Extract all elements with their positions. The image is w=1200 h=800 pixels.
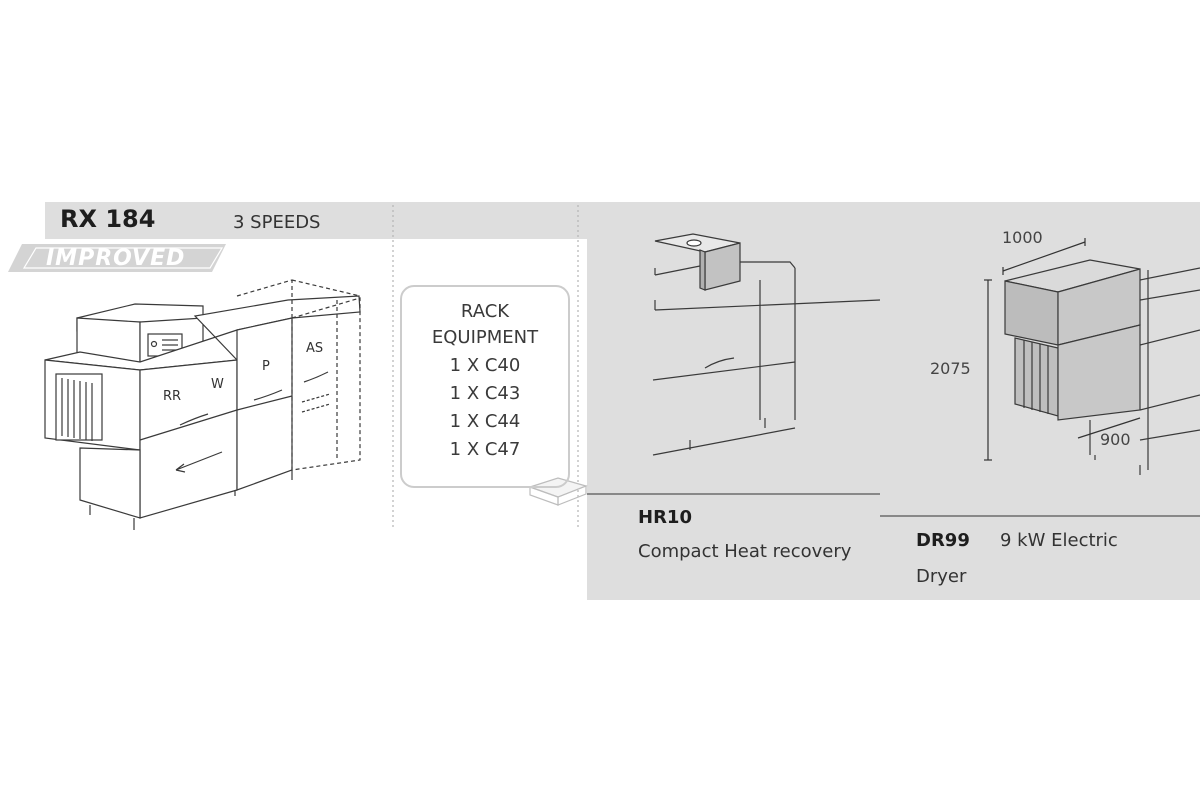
zone-label-p: P <box>262 359 270 374</box>
dimension-depth: 900 <box>1100 430 1131 449</box>
rack-equipment-box: RACK EQUIPMENT 1 X C40 1 X C43 1 X C44 1… <box>400 285 570 488</box>
speeds-label: 3 SPEEDS <box>233 212 321 233</box>
zone-label-w: W <box>211 377 224 392</box>
dimension-width: 1000 <box>1002 228 1043 247</box>
rack-item: 1 X C43 <box>449 383 521 404</box>
improved-banner-shape <box>8 244 226 272</box>
dr99-description-line2: Dryer <box>916 566 967 587</box>
hr10-drawing <box>587 233 881 495</box>
direction-arrow <box>175 451 223 473</box>
improved-label: IMPROVED <box>46 246 186 271</box>
dr99-description: 9 kW Electric <box>1000 530 1118 551</box>
dr99-drawing <box>880 238 1200 517</box>
dr99-code: DR99 <box>916 530 970 551</box>
rack-item: 1 X C44 <box>449 411 521 432</box>
header-band <box>45 202 600 239</box>
model-title: RX 184 <box>60 205 156 233</box>
rack-title-line2: EQUIPMENT <box>431 327 539 348</box>
dimension-height: 2075 <box>930 359 971 378</box>
improved-banner-outline <box>22 247 224 269</box>
zone-label-as: AS <box>306 341 323 356</box>
hr10-code: HR10 <box>638 507 692 528</box>
zone-label-rr: RR <box>163 389 181 404</box>
hr10-description: Compact Heat recovery <box>638 541 852 562</box>
rack-item: 1 X C47 <box>449 439 521 460</box>
rack-item: 1 X C40 <box>449 355 521 376</box>
rack-title-line1: RACK <box>460 301 510 322</box>
dishwasher-machine <box>44 279 361 530</box>
